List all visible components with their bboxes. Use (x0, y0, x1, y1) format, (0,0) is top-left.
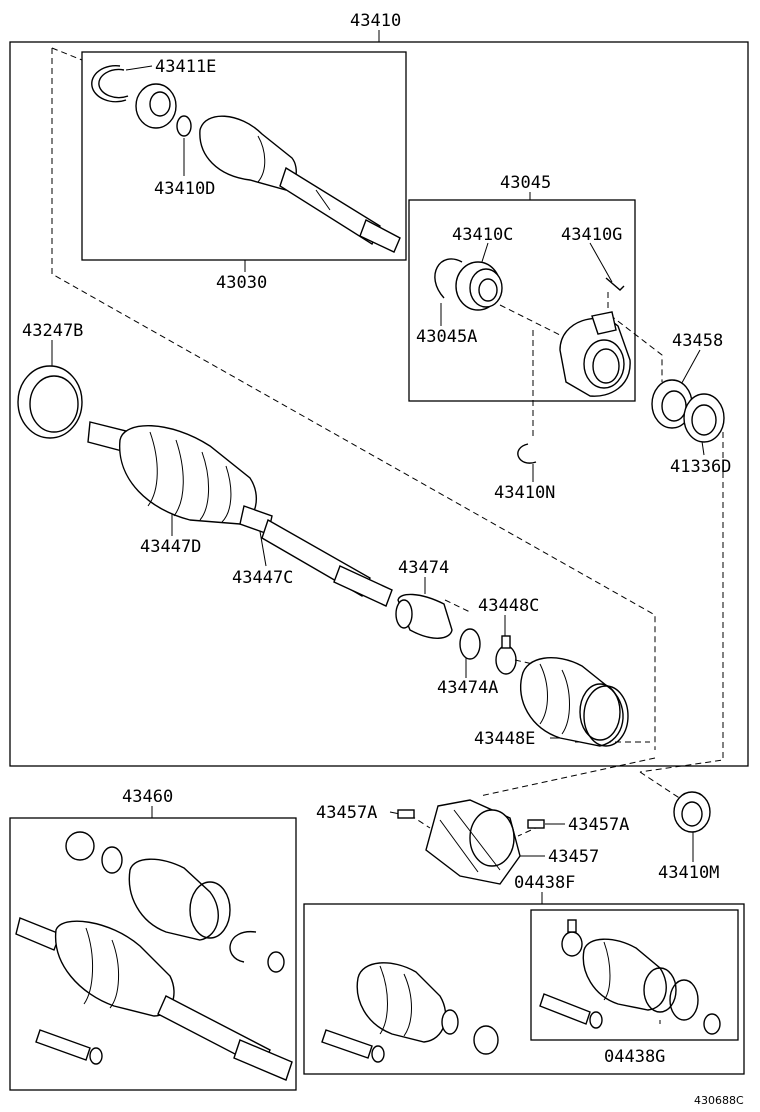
label-43410G: 43410G (561, 225, 622, 245)
seal-43410M (673, 791, 711, 833)
dust-seal-43247B (17, 365, 83, 439)
snap-ring-43410N (517, 443, 537, 464)
clamp-04438G (561, 919, 583, 957)
ref-line-43474 (444, 599, 471, 613)
outer-joint-43030 (199, 115, 401, 253)
boot-43448E (520, 657, 629, 747)
snap-ring-43411E (91, 65, 129, 103)
grease-tube-04438F (321, 1029, 385, 1063)
assembly-43460-frame (9, 817, 297, 1091)
snap-ring-43460 (229, 931, 257, 963)
label-43247B: 43247B (22, 321, 83, 341)
ref-line-top (51, 47, 83, 61)
ref-line-bearing (499, 304, 561, 336)
label-43030: 43030 (216, 273, 267, 293)
label-43410: 43410 (350, 11, 401, 31)
snap-ring-43045A (434, 258, 463, 299)
housing-43457 (425, 799, 521, 885)
label-43457A-right: 43457A (568, 815, 629, 835)
boot-04438F (356, 962, 459, 1043)
label-43410N: 43410N (494, 483, 555, 503)
ring-43410D (176, 115, 192, 137)
label-04438F: 04438F (514, 873, 575, 893)
grease-tube-04438G (539, 993, 603, 1029)
pin-43410G (605, 277, 625, 291)
label-04438G: 04438G (604, 1047, 665, 1067)
ref-line-43457 (479, 757, 656, 797)
label-43410D: 43410D (154, 179, 215, 199)
ref-line-left (51, 48, 656, 750)
kit-04438F-frame (303, 903, 745, 1075)
label-43447D: 43447D (140, 537, 201, 557)
label-43411E: 43411E (155, 57, 216, 77)
label-43460: 43460 (122, 787, 173, 807)
label-43410M: 43410M (658, 863, 719, 883)
ref-line-41336D (639, 432, 724, 773)
kit-04438G-frame (530, 909, 739, 1041)
seal-41336D (683, 393, 725, 443)
bearing-43410C (455, 261, 503, 311)
drive-shaft-main (87, 421, 393, 607)
label-43045A: 43045A (416, 327, 477, 347)
ref-line-right (609, 314, 663, 382)
clip-43460 (267, 951, 285, 973)
label-43474A: 43474A (437, 678, 498, 698)
leader-43411E (125, 65, 153, 71)
label-43045: 43045 (500, 173, 551, 193)
label-43447C: 43447C (232, 568, 293, 588)
clip-04438G (703, 1013, 721, 1035)
damper-43474 (395, 593, 453, 639)
figure-code: 430688C (694, 1094, 744, 1107)
drive-shaft-43460 (15, 917, 293, 1081)
clamp-43474A (459, 628, 481, 660)
label-43448C: 43448C (478, 596, 539, 616)
label-43448E: 43448E (474, 729, 535, 749)
subassembly-43045-frame (408, 199, 636, 402)
inner-race-43410D-hub (135, 83, 177, 129)
boot-04438G (582, 938, 699, 1021)
boot-43460 (128, 858, 231, 941)
clamp-43460-small (65, 831, 123, 874)
leader-43410G (589, 242, 613, 283)
label-43410C: 43410C (452, 225, 513, 245)
grease-tube-43460 (35, 1029, 103, 1065)
assembly-43410-frame (9, 41, 749, 767)
label-43458: 43458 (672, 331, 723, 351)
bolt-43457A-left (397, 809, 415, 819)
ring-04438F (473, 1025, 499, 1055)
label-43457A-left: 43457A (316, 803, 377, 823)
clamp-43448C (495, 635, 517, 675)
bracket-43045 (559, 311, 631, 397)
label-43474: 43474 (398, 558, 449, 578)
label-41336D: 41336D (670, 457, 731, 477)
subassembly-43030-frame (81, 51, 407, 261)
bolt-43457A-right (527, 819, 545, 829)
label-43457: 43457 (548, 847, 599, 867)
